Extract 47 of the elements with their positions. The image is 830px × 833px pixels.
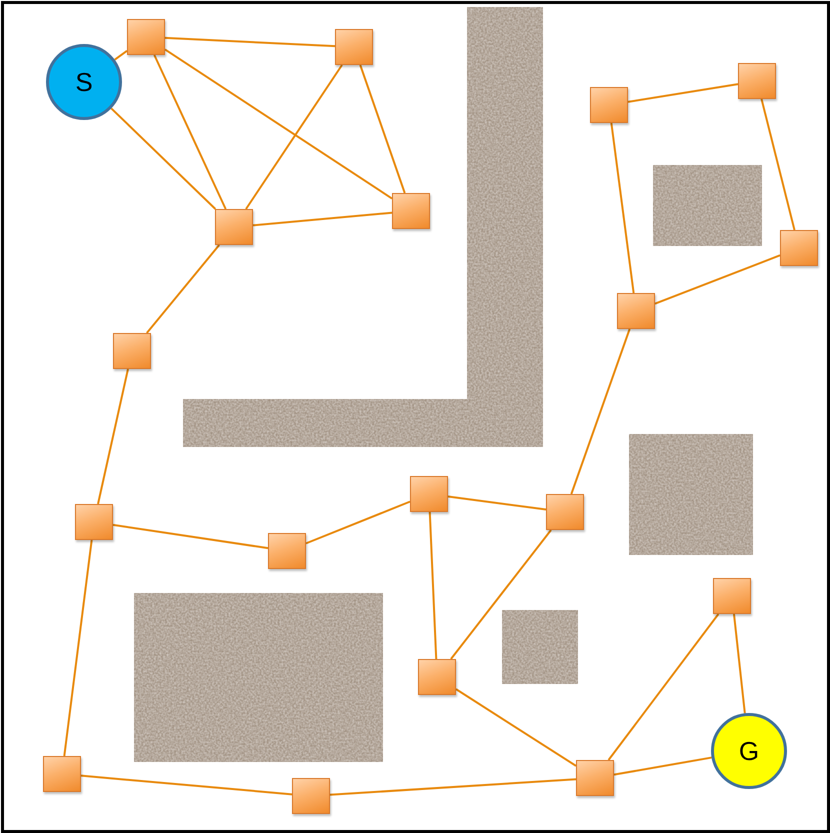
node-label: S bbox=[75, 66, 93, 98]
waypoint-box bbox=[127, 19, 165, 55]
connector-line bbox=[428, 512, 438, 660]
connector-line bbox=[80, 774, 292, 796]
connector-line bbox=[614, 756, 712, 776]
waypoint-box bbox=[576, 760, 614, 796]
waypoint-box bbox=[268, 533, 306, 569]
waypoint-box bbox=[418, 659, 456, 695]
connector-line bbox=[97, 368, 129, 504]
connector-line bbox=[628, 83, 738, 103]
waypoint-box bbox=[410, 476, 448, 512]
connector-line bbox=[732, 614, 746, 714]
connector-line bbox=[153, 54, 227, 210]
connector-line bbox=[110, 108, 216, 210]
waypoint-box bbox=[780, 230, 818, 266]
connector-line bbox=[654, 254, 780, 305]
connector-line bbox=[306, 500, 410, 544]
waypoint-box bbox=[738, 63, 776, 99]
waypoint-box bbox=[392, 193, 430, 229]
waypoint-box bbox=[335, 29, 373, 65]
connector-line bbox=[330, 778, 576, 796]
connector-line bbox=[112, 524, 268, 550]
connector-line bbox=[359, 64, 406, 194]
waypoint-box bbox=[713, 578, 751, 614]
connector-line bbox=[245, 64, 343, 210]
waypoint-box bbox=[617, 293, 655, 329]
connector-line bbox=[608, 613, 720, 761]
connector-line bbox=[114, 50, 128, 60]
connector-line bbox=[610, 122, 635, 294]
connector-line bbox=[252, 212, 392, 226]
waypoint-box bbox=[546, 494, 584, 530]
connector-line bbox=[164, 36, 336, 48]
connector-line bbox=[448, 496, 546, 510]
connector-line bbox=[455, 688, 577, 767]
waypoint-box bbox=[113, 333, 151, 369]
connector-line bbox=[63, 540, 93, 756]
waypoint-box bbox=[590, 87, 628, 123]
node-label: G bbox=[738, 736, 760, 766]
waypoint-box bbox=[43, 756, 81, 792]
connector-line bbox=[164, 48, 393, 200]
connector-line bbox=[760, 98, 796, 230]
connector-line bbox=[570, 328, 631, 494]
waypoint-box bbox=[75, 504, 113, 540]
connector-line bbox=[146, 244, 220, 334]
connector-line bbox=[450, 529, 552, 660]
waypoint-box bbox=[292, 778, 330, 814]
waypoint-box bbox=[215, 209, 253, 245]
